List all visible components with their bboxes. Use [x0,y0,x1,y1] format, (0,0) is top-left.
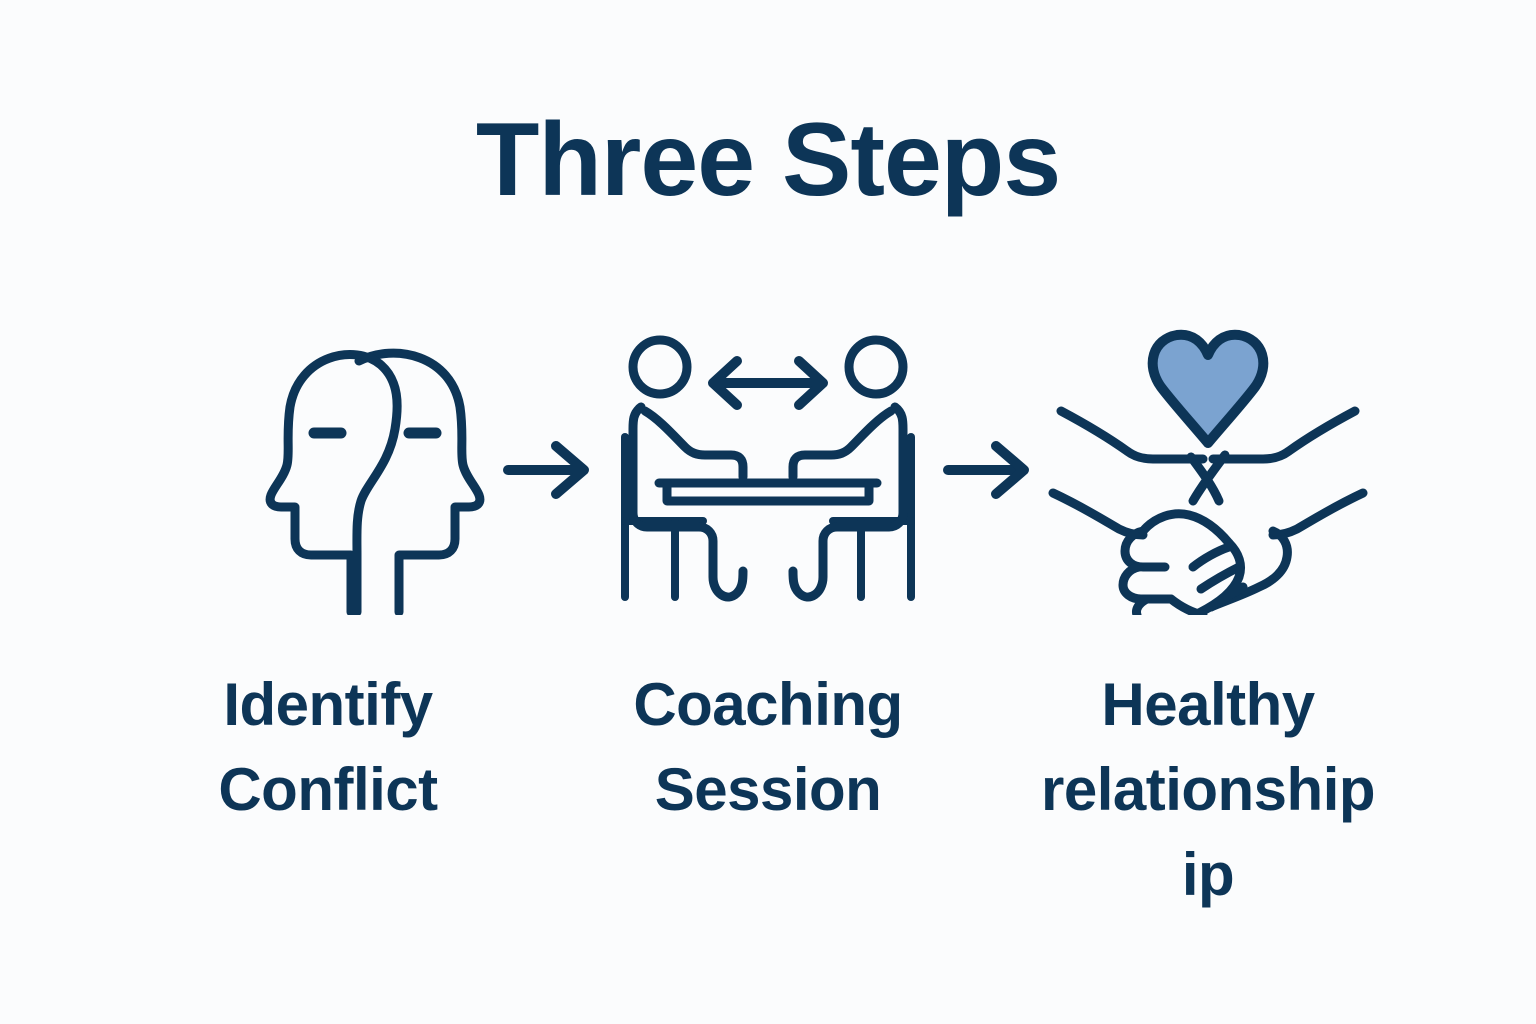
step-label: Coaching Session [633,671,903,824]
two-heads-icon [163,320,493,620]
step-coaching-session: Coaching Session [603,320,933,832]
heart-icon [1147,329,1269,448]
step-healthy-relationship: Healthy relationship ip [1040,320,1376,918]
page-title: Three Steps [475,102,1061,218]
connector-1 [493,320,603,620]
step-label: Identify Conflict [218,671,438,824]
handshake-heart-icon [1043,320,1373,620]
arrow-right-icon [503,441,589,499]
connector-2 [933,320,1043,620]
arrow-right-icon [943,441,1029,499]
step-label: Healthy relationship ip [1040,671,1376,909]
coaching-session-icon [603,320,933,620]
steps-row: Identify Conflict [0,320,1536,908]
step-identify-conflict: Identify Conflict [163,320,493,832]
